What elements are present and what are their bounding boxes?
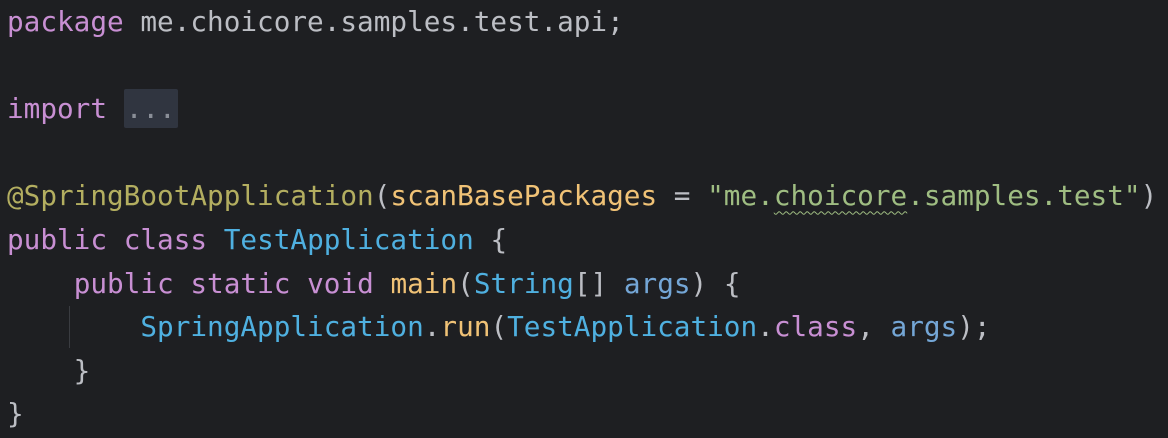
code-token: package <box>7 5 124 38</box>
code-token: import <box>7 92 108 126</box>
code-token: args <box>623 266 691 300</box>
code-line[interactable]: public static void main(String[] args) { <box>7 262 1157 306</box>
code-token: } <box>7 353 91 387</box>
code-token: public <box>73 266 174 300</box>
code-token: } <box>7 397 24 431</box>
code-line[interactable]: SpringApplication.run(TestApplication.cl… <box>7 305 1157 349</box>
code-line[interactable]: @SpringBootApplication(scanBasePackages … <box>7 174 1157 218</box>
code-token: TestApplication <box>223 222 474 256</box>
code-token: = <box>657 179 708 213</box>
code-line[interactable] <box>7 44 1157 88</box>
code-line[interactable] <box>7 131 1157 175</box>
code-token: public <box>7 222 108 256</box>
code-token: ); <box>957 310 991 344</box>
code-token: String <box>473 266 574 300</box>
code-token: TestApplication <box>507 310 758 344</box>
code-token: class <box>123 222 208 256</box>
code-token: .samples.test" <box>907 179 1141 213</box>
code-line[interactable]: } <box>7 349 1157 393</box>
code-token: ( <box>457 266 474 300</box>
code-token: ( <box>373 179 391 213</box>
code-token <box>107 223 124 256</box>
code-token: class <box>773 310 858 344</box>
code-token: . <box>757 310 774 344</box>
code-token <box>7 310 140 343</box>
code-line[interactable]: package me.choicore.samples.test.api; <box>7 0 1157 44</box>
code-token <box>174 267 191 300</box>
code-token: ( <box>490 310 508 344</box>
code-token: , <box>857 310 891 344</box>
code-line[interactable]: import ... <box>7 87 1157 131</box>
code-token: [] <box>573 266 624 300</box>
code-editor[interactable]: package me.choicore.samples.test.api; im… <box>7 0 1157 436</box>
code-token: run <box>440 310 491 344</box>
code-line[interactable]: public class TestApplication { <box>7 218 1157 262</box>
code-token: SpringApplication <box>140 310 424 344</box>
code-token: static <box>190 266 291 300</box>
indent-guide <box>69 306 70 348</box>
folded-imports-button[interactable]: ... <box>123 89 178 129</box>
code-token <box>207 223 224 256</box>
code-token: args <box>890 310 958 344</box>
code-token: choicore <box>773 179 908 213</box>
code-token: . <box>423 310 441 344</box>
code-line[interactable]: } <box>7 392 1157 436</box>
code-token: ) <box>1140 179 1158 213</box>
code-token: scanBasePackages <box>390 179 658 213</box>
code-token: ) { <box>690 266 741 300</box>
code-token: @SpringBootApplication <box>7 179 374 213</box>
code-token: { <box>473 222 508 256</box>
code-token <box>107 92 124 125</box>
code-token: "me. <box>707 179 774 213</box>
code-token <box>374 267 391 300</box>
code-token: me.choicore.samples.test.api; <box>123 5 624 38</box>
code-token <box>7 267 74 300</box>
code-token <box>290 267 307 300</box>
code-token: main <box>390 266 458 300</box>
code-token: void <box>307 266 374 300</box>
